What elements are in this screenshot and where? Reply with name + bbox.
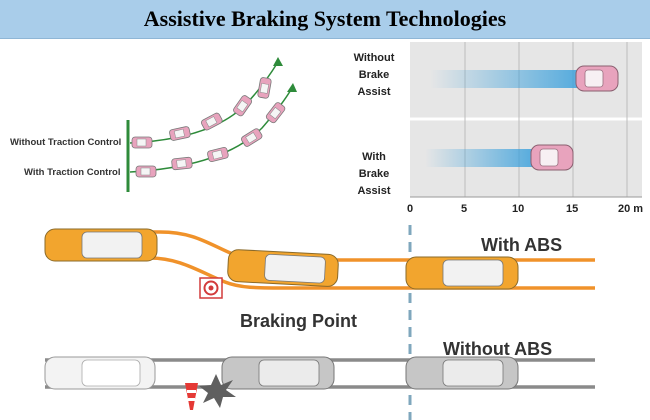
with-abs-label: With ABS <box>481 235 563 255</box>
abs-panel <box>44 225 595 420</box>
without-abs-label: Without ABS <box>443 339 553 359</box>
skid-car-5 <box>257 77 272 99</box>
axis-tick: 10 <box>512 203 525 215</box>
traction-car-5 <box>265 102 286 124</box>
skid-car-4 <box>233 95 253 117</box>
with-assist-trail <box>425 149 535 167</box>
axis-tick: 0 <box>407 203 414 215</box>
without-traction-arrow <box>273 57 283 66</box>
no-abs-car-2 <box>221 356 335 390</box>
with-assist-car <box>530 144 574 171</box>
without-brake-assist-label: Without Brake Assist <box>353 52 395 98</box>
braking-point-label: Braking Point <box>240 311 358 331</box>
with-brake-assist-label: With Brake Assist <box>357 151 391 197</box>
brake-assist-panel <box>410 42 642 198</box>
axis-tick: 15 <box>566 203 579 215</box>
skid-car-3 <box>201 112 223 131</box>
axis-tick: 20 m <box>618 203 644 215</box>
traction-car-4 <box>241 128 263 147</box>
target-obstacle-icon <box>199 277 223 299</box>
crash-burst-icon <box>199 374 236 408</box>
traction-control-panel <box>126 57 297 192</box>
skid-car-2 <box>169 126 191 141</box>
traffic-cone-icon <box>185 383 198 410</box>
page-title: Assistive Braking System Technologies <box>143 6 507 31</box>
with-traction-label: With Traction Control <box>24 167 121 178</box>
traction-car-1 <box>135 165 157 178</box>
without-assist-trail <box>430 70 580 88</box>
no-abs-car-3 <box>405 356 519 390</box>
axis-tick: 5 <box>461 203 468 215</box>
without-assist-car <box>575 65 619 92</box>
without-traction-label: Without Traction Control <box>10 137 122 148</box>
traction-car-2 <box>171 156 193 171</box>
with-traction-arrow <box>287 83 297 92</box>
abs-car-3 <box>405 256 519 290</box>
skid-car-1 <box>131 136 153 149</box>
abs-lane-lower <box>50 256 595 290</box>
abs-car-1 <box>44 228 158 262</box>
no-abs-car-1 <box>44 356 156 390</box>
title-banner: Assistive Braking System Technologies <box>0 0 650 39</box>
traction-car-3 <box>207 146 229 163</box>
abs-car-2 <box>227 249 339 287</box>
